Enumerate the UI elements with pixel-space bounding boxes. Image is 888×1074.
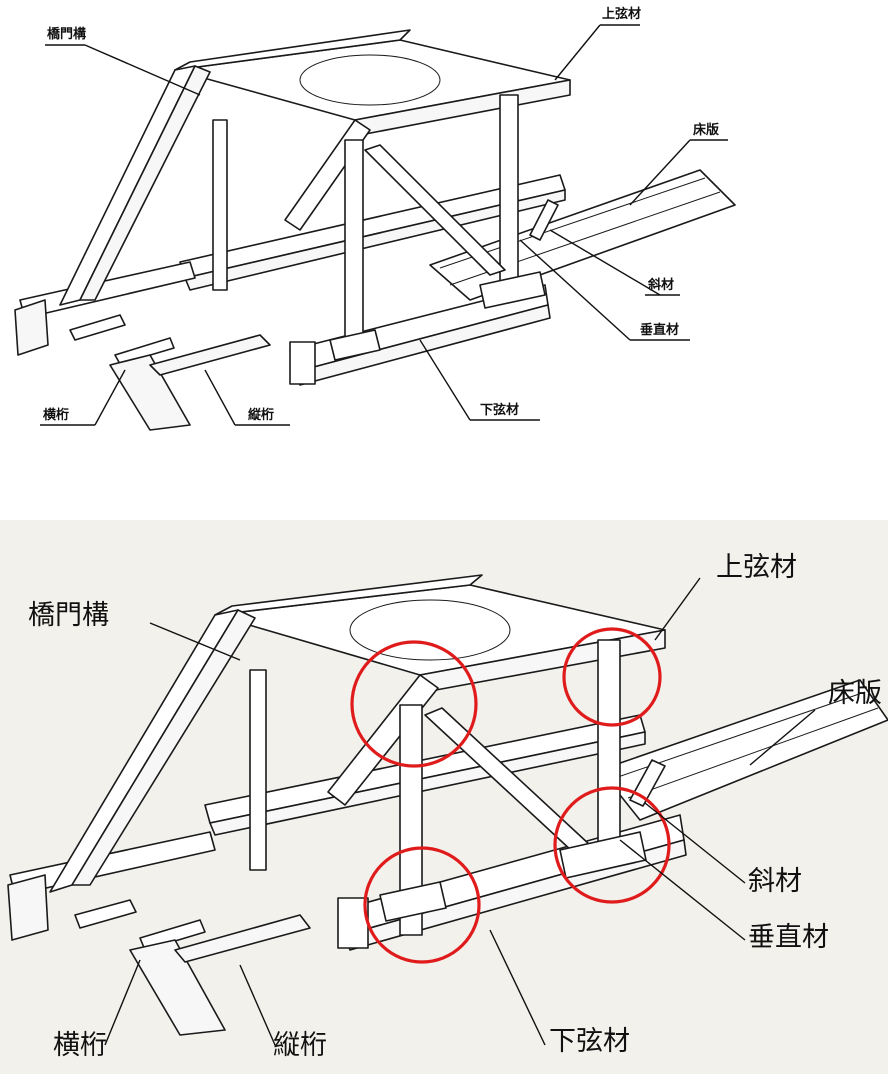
highlight-ring-lower-right — [553, 786, 671, 904]
label-lower-chord: 下弦材 — [549, 1026, 630, 1057]
highlight-ring-upper-right — [562, 627, 662, 727]
label-portal: 橋門構 — [28, 600, 109, 631]
label-upper-chord: 上弦材 — [716, 552, 797, 583]
label-deck: 床版 — [693, 123, 720, 138]
label-diagonal: 斜材 — [748, 866, 802, 897]
truss-drawing-top — [14, 24, 736, 431]
truss-drawing-bottom — [7, 574, 888, 1046]
label-diagonal: 斜材 — [648, 278, 675, 293]
label-stringer: 縦桁 — [248, 408, 275, 423]
truss-diagram-top: 橋門構 上弦材 床版 斜材 垂直材 下弦材 横桁 縦桁 — [0, 0, 888, 460]
bridge-truss-illustration-highlighted — [7, 574, 888, 1046]
truss-diagram-bottom: 橋門構 上弦材 床版 斜材 垂直材 下弦材 横桁 縦桁 — [0, 520, 888, 1074]
label-cross-beam: 横桁 — [53, 1030, 107, 1061]
label-upper-chord: 上弦材 — [602, 7, 642, 22]
label-cross-beam: 横桁 — [43, 408, 70, 423]
highlight-ring-lower-left — [363, 846, 481, 964]
label-stringer: 縦桁 — [273, 1030, 327, 1061]
label-portal: 橋門構 — [47, 27, 87, 42]
highlight-ring-upper-left — [350, 640, 478, 768]
label-lower-chord: 下弦材 — [480, 403, 520, 418]
bridge-truss-illustration — [14, 24, 736, 431]
label-vertical: 垂直材 — [748, 922, 829, 953]
label-deck: 床版 — [828, 678, 882, 709]
label-vertical: 垂直材 — [640, 323, 680, 338]
